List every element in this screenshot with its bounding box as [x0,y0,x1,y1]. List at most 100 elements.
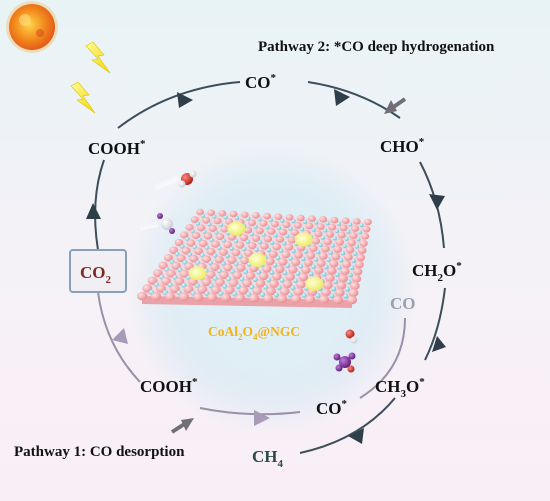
lattice-atom-pink [186,239,196,247]
lattice-atom-pink [164,292,176,301]
lattice-atom-blue [340,250,346,256]
lattice-atom-pink [267,227,276,235]
lattice-atom-blue [245,239,251,244]
lattice-atom-pink [153,269,163,278]
lattice-atom-blue [217,245,222,251]
lattice-atom-blue [253,224,258,229]
lattice-atom-pink [260,242,269,250]
lattice-atom-pink [194,247,204,255]
active-site-atom [305,276,324,291]
lattice-atom-pink [215,233,225,241]
lattice-atom-pink [252,286,263,296]
lattice-atom-pink [150,291,162,301]
lattice-atom-pink [181,246,191,255]
lattice-atom-pink [235,241,245,249]
lattice-atom-pink [360,232,370,240]
lattice-atom-blue [275,255,281,261]
lattice-atom-pink [189,254,199,263]
lattice-atom-pink [220,225,229,233]
lattice-atom-pink [354,260,364,269]
lattice-atom-pink [285,272,295,281]
lattice-atom-blue [318,242,323,248]
lattice-atom-pink [306,251,316,260]
lattice-atom-blue [348,222,353,227]
lattice-atom-pink [201,277,212,287]
lattice-atom-blue [280,218,285,223]
lattice-atom-blue [300,227,305,232]
lattice-atom-blue [234,261,239,267]
lattice-atom-blue [334,229,339,234]
lattice-atom-pink [323,238,332,246]
lattice-atom-blue [348,272,353,278]
label-ch4: CH4 [252,447,284,470]
lattice-atom-pink [183,285,194,294]
lattice-atom-blue [329,293,335,299]
lattice-atom-pink [301,266,311,274]
lattice-atom-blue [331,286,337,292]
lattice-atom-blue [315,293,321,299]
lattice-atom-blue [256,269,262,275]
lattice-atom-pink [293,287,304,296]
lattice-atom-blue [246,216,251,221]
lattice-atom-pink [210,263,220,272]
lattice-atom-blue [291,219,296,224]
lattice-atom-pink [213,217,222,225]
lattice-atom-pink [293,251,303,259]
lattice-atom-blue [265,225,270,230]
lattice-atom-pink [227,256,237,264]
lattice-atom-pink [158,261,168,270]
lattice-atom-blue [301,256,306,262]
lattice-atom-pink [238,286,249,295]
lattice-atom-blue [335,272,340,277]
lattice-atom-blue [201,214,205,219]
lattice-atom-blue [212,214,217,219]
lattice-atom-blue [207,222,212,227]
lattice-atom-blue [359,223,364,228]
lattice-atom-pink [224,285,235,295]
lattice-atom-blue [336,265,342,270]
lattice-atom-blue [293,278,298,284]
lattice-atom-pink [196,208,204,216]
lattice-atom-blue [233,239,239,244]
lattice-atom-pink [268,250,278,258]
lattice-atom-blue [273,292,279,298]
lattice-atom-pink [185,223,194,231]
lattice-atom-blue [279,277,285,283]
lattice-atom-blue [320,235,326,240]
lattice-atom-blue [291,248,296,254]
lattice-atom-pink [211,240,220,248]
lattice-atom-pink [270,220,279,228]
lattice-atom-pink [179,269,190,278]
lattice-atom-blue [353,251,358,256]
lattice-atom-pink [176,254,186,263]
lattice-atom-blue [238,254,243,259]
lattice-atom-pink [211,285,221,295]
lattice-atom-blue [269,270,275,275]
lattice-atom-pink [282,279,293,289]
lattice-atom-pink [248,293,260,303]
lattice-atom-pink [321,288,331,297]
lattice-atom-pink [364,218,372,226]
lattice-atom-blue [225,253,230,259]
inner-cycle-arrowheads [112,328,270,426]
lattice-atom-blue [298,263,304,269]
lattice-atom-pink [296,214,305,222]
lattice-atom-pink [190,216,199,223]
lattice-atom-pink [266,286,276,296]
lattice-atom-pink [290,229,299,237]
lattice-atom-pink [223,240,233,249]
lattice-atom-pink [262,264,272,273]
lattice-atom-blue [197,237,202,242]
lattice-atom-blue [295,271,301,276]
lattice-atom-blue [214,230,219,235]
lattice-atom-blue [287,292,293,298]
lattice-atom-blue [190,229,195,234]
lattice-atom-blue [288,256,293,261]
lattice-atom-blue [269,218,273,222]
lattice-atom-blue [209,237,214,243]
lattice-atom-blue [202,229,207,235]
lattice-atom-blue [239,276,245,282]
lattice-atom-pink [314,230,323,238]
lattice-atom-pink [288,265,298,274]
lattice-atom-blue [323,228,328,233]
